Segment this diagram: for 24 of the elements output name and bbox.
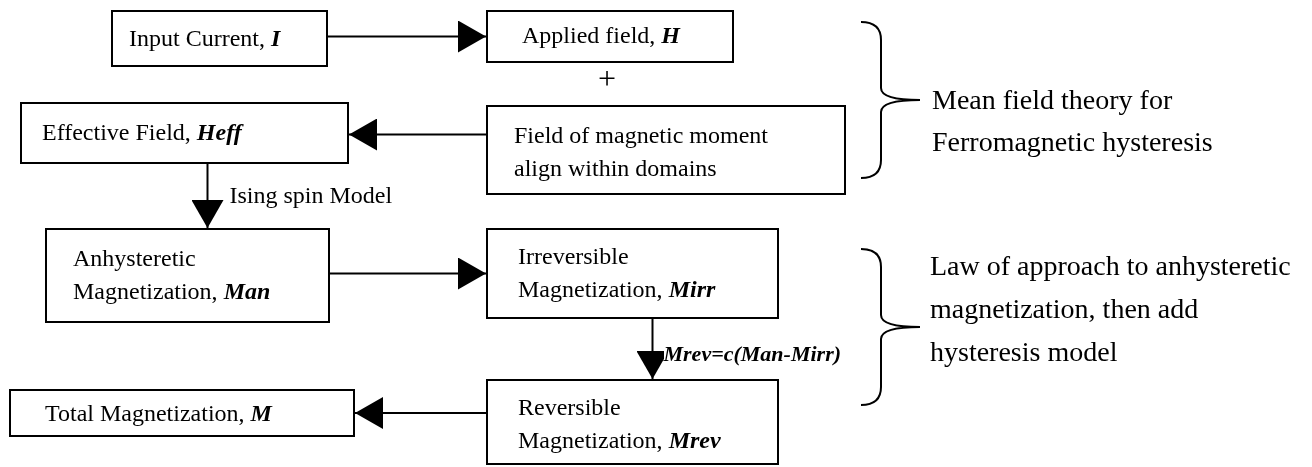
box-text: Reversible Magnetization, Mrev — [518, 393, 722, 455]
bracket-note: Mean field theory for Ferromagnetic hysteresis — [932, 83, 1214, 159]
process-box — [486, 379, 779, 465]
box-text: Total Magnetization, M — [45, 399, 274, 428]
process-box — [486, 10, 734, 63]
box-text: Input Current, I — [129, 24, 282, 53]
box-text: Anhysteretic Magnetization, Man — [73, 244, 272, 306]
box-text: Effective Field, Heff — [42, 118, 245, 147]
box-text: Irreversible Magnetization, Mirr — [518, 242, 717, 304]
process-box — [111, 10, 328, 67]
arrow — [354, 397, 487, 429]
bracket-note: Law of approach to anhysteretic magnetization, then add hysteresis model — [930, 249, 1292, 369]
process-box — [9, 389, 355, 437]
arrow — [327, 20, 487, 53]
box-text: Field of magnetic moment align within domains — [514, 121, 769, 183]
box-text: Applied field, H — [522, 21, 682, 50]
process-box — [486, 105, 846, 195]
plus-sign: + — [598, 62, 617, 94]
arrow — [348, 118, 487, 151]
arrow — [191, 163, 224, 229]
process-box — [20, 102, 349, 164]
process-box — [486, 228, 779, 319]
process-box — [45, 228, 330, 323]
arrow — [329, 257, 487, 290]
